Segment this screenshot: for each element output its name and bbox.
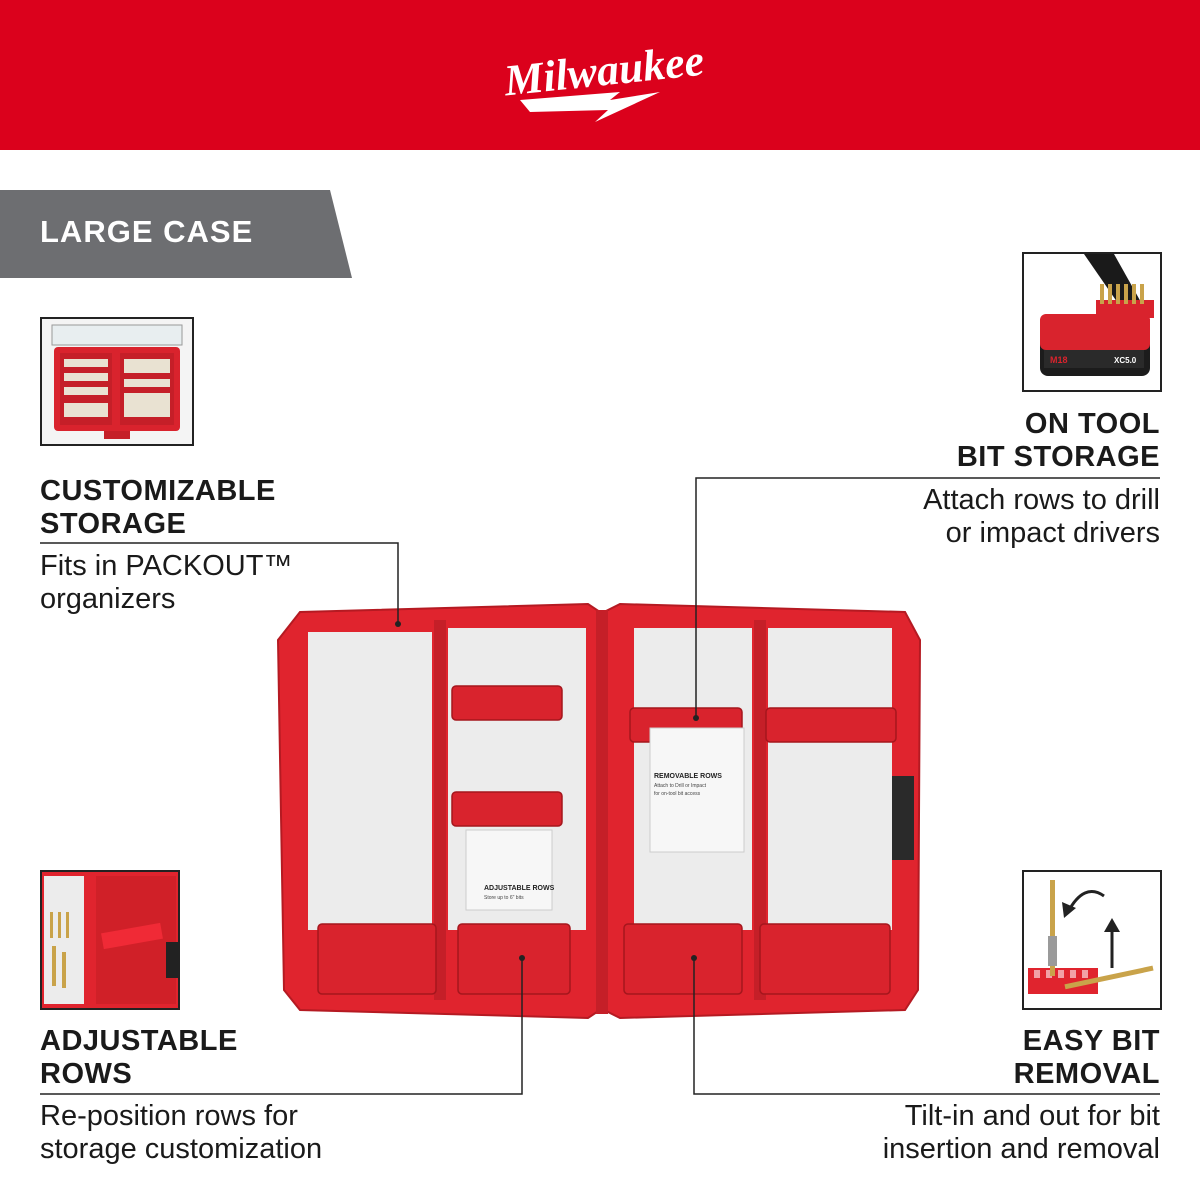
- customizable-storage-desc: Fits in PACKOUT™ organizers: [40, 550, 292, 616]
- easy-removal-callout-line: [693, 958, 1160, 1095]
- adjustable-rows-desc: Re-position rows for storage customizati…: [40, 1100, 322, 1166]
- easy-removal-desc: Tilt-in and out for bit insertion and re…: [883, 1100, 1160, 1166]
- removable-rows-case-sublabel2: for on-tool bit access: [654, 791, 701, 797]
- milwaukee-logo: Milwaukee: [500, 30, 710, 125]
- packout-organizer-image: [40, 317, 194, 446]
- removable-rows-case-label: REMOVABLE ROWS: [654, 773, 722, 780]
- on-tool-callout-line: [695, 477, 1160, 716]
- customizable-storage-heading: CUSTOMIZABLE STORAGE: [40, 475, 276, 541]
- customizable-desc-line2: organizers: [40, 583, 176, 615]
- easy-removal-image: [1022, 870, 1162, 1010]
- large-case-banner-bg: [0, 190, 352, 278]
- adjustable-rows-case-sublabel: Store up to 6" bits: [484, 895, 524, 901]
- adjustable-desc-line1: Re-position rows for: [40, 1100, 298, 1132]
- on-tool-desc-line1: Attach rows to drill: [923, 484, 1160, 516]
- easy-removal-heading-line1: EASY BIT: [1022, 1025, 1160, 1057]
- on-tool-heading-line1: ON TOOL: [1024, 408, 1160, 440]
- battery-label: M18: [1050, 355, 1068, 365]
- adjustable-rows-heading: ADJUSTABLE ROWS: [40, 1025, 238, 1091]
- adjustable-desc-line2: storage customization: [40, 1133, 323, 1165]
- on-tool-storage-heading: ON TOOL BIT STORAGE: [957, 408, 1160, 474]
- on-tool-heading-line2: BIT STORAGE: [956, 441, 1160, 473]
- easy-removal-heading: EASY BIT REMOVAL: [1014, 1025, 1160, 1091]
- easy-removal-desc-line1: Tilt-in and out for bit: [904, 1100, 1160, 1132]
- on-tool-battery-image: M18 XC5.0: [1022, 252, 1162, 392]
- large-case-banner: LARGE CASE: [40, 214, 254, 249]
- adjustable-heading-line1: ADJUSTABLE: [40, 1025, 238, 1057]
- brand-header: Milwaukee: [0, 0, 1200, 150]
- adjustable-callout-line: [40, 958, 523, 1095]
- easy-removal-heading-line2: REMOVAL: [1013, 1058, 1160, 1090]
- adjustable-rows-case-label: ADJUSTABLE ROWS: [484, 885, 555, 892]
- customizable-heading-line1: CUSTOMIZABLE: [40, 475, 276, 507]
- battery-sublabel: XC5.0: [1114, 356, 1137, 365]
- removable-rows-case-sublabel1: Attach to Drill or Impact: [654, 783, 707, 789]
- on-tool-storage-desc: Attach rows to drill or impact drivers: [923, 484, 1160, 550]
- adjustable-heading-line2: ROWS: [40, 1058, 133, 1090]
- customizable-heading-line2: STORAGE: [40, 508, 187, 540]
- on-tool-desc-line2: or impact drivers: [945, 517, 1160, 549]
- easy-removal-desc-line2: insertion and removal: [882, 1133, 1160, 1165]
- customizable-callout-line: [40, 542, 399, 622]
- adjustable-rows-image: [40, 870, 180, 1010]
- customizable-desc-line1: Fits in PACKOUT™: [40, 550, 293, 582]
